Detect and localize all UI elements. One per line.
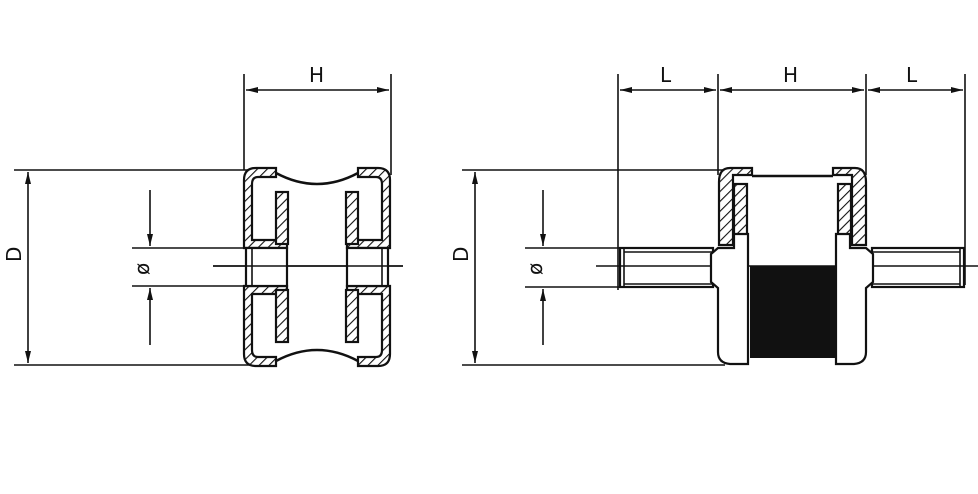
label-l-left: L: [660, 63, 672, 87]
label-bore: ø: [130, 263, 154, 275]
label-d: D: [2, 247, 26, 262]
label-l-right: L: [906, 63, 918, 87]
mount-body-section: [213, 166, 403, 368]
label-d-right: D: [449, 247, 473, 262]
left-drawing: H D ø: [2, 63, 403, 368]
right-drawing: L H L D ø: [449, 63, 978, 366]
rubber-element: [750, 266, 835, 358]
dimension-bore-right: ø: [523, 190, 620, 345]
dimension-d-right: D: [449, 169, 725, 366]
dimension-d-left: D: [2, 169, 255, 366]
dimension-h-left: H: [243, 63, 392, 175]
dimension-bore-left: ø: [130, 190, 250, 345]
label-bore-right: ø: [523, 263, 547, 275]
threaded-stud-left: [618, 246, 715, 289]
mount-body-right: [709, 166, 875, 366]
threaded-stud-right: [870, 246, 966, 289]
label-h: H: [309, 63, 324, 87]
label-h-right: H: [783, 63, 798, 87]
